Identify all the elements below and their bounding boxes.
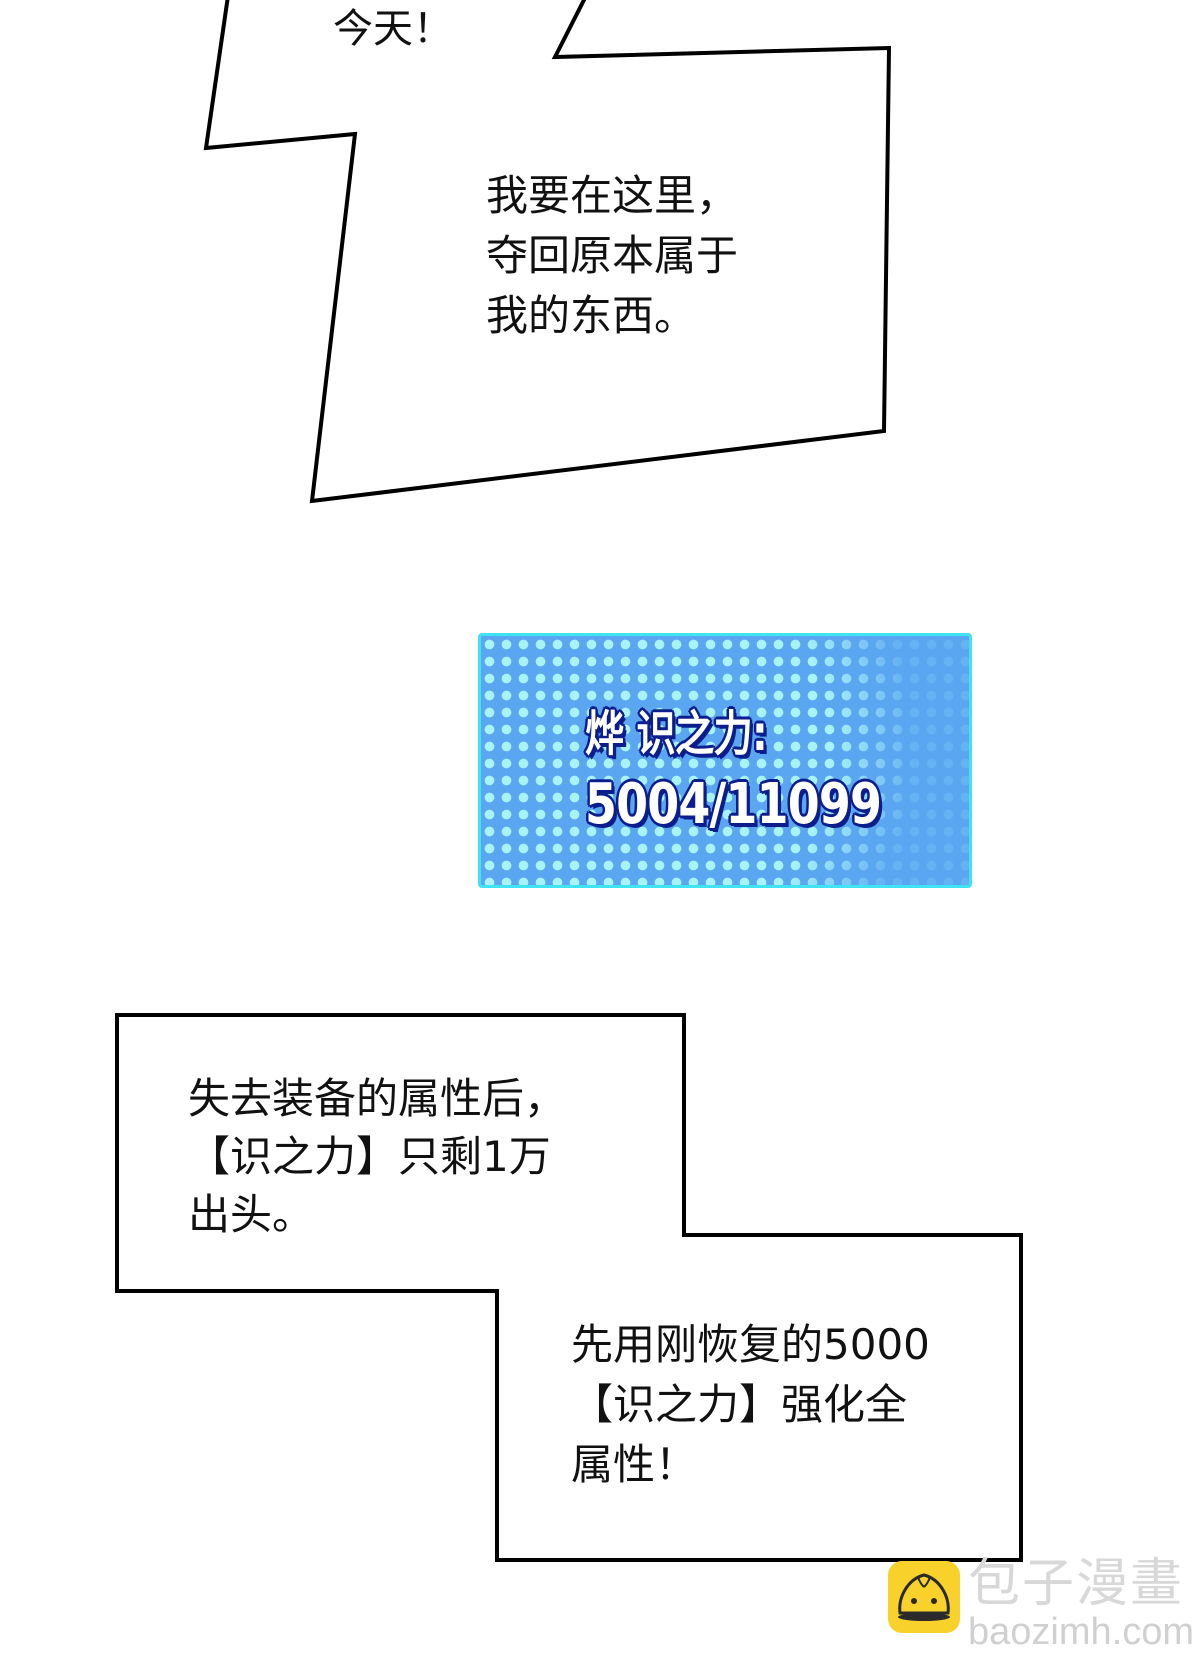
text-line: 今天！ — [333, 6, 453, 52]
text-line: 失去装备的属性后， — [188, 1074, 567, 1123]
text-line: 【识之力】只剩1万 — [188, 1132, 551, 1181]
text-line: 我的东西。 — [486, 291, 697, 340]
status-label: 烨 识之力: — [585, 706, 768, 762]
narration-step-box-outline — [115, 1013, 1023, 1562]
status-value: 5004/11099 — [585, 772, 882, 837]
narration-text-2: 先用刚恢复的5000 【识之力】强化全 属性！ — [571, 1315, 930, 1495]
status-panel: 烨 识之力: 5004/11099 — [478, 633, 972, 888]
overflow-exclamation-text: 今天！ — [333, 6, 453, 52]
text-line: 我要在这里， — [486, 171, 739, 220]
text-line: 属性！ — [571, 1440, 698, 1489]
narration-text-1: 失去装备的属性后， 【识之力】只剩1万 出头。 — [188, 1070, 566, 1244]
top-speech-bubble-outline — [203, 0, 892, 504]
watermark-title: 包子漫畫 — [968, 1554, 1185, 1614]
text-line: 先用刚恢复的5000 — [571, 1320, 930, 1369]
text-line: 【识之力】强化全 — [571, 1380, 908, 1429]
text-line: 出头。 — [188, 1190, 315, 1239]
top-bubble-text: 我要在这里， 夺回原本属于 我的东西。 — [486, 166, 738, 346]
watermark-url: baozimh.com — [968, 1611, 1194, 1653]
baozi-bun-icon — [888, 1561, 960, 1633]
text-line: 夺回原本属于 — [486, 231, 739, 280]
